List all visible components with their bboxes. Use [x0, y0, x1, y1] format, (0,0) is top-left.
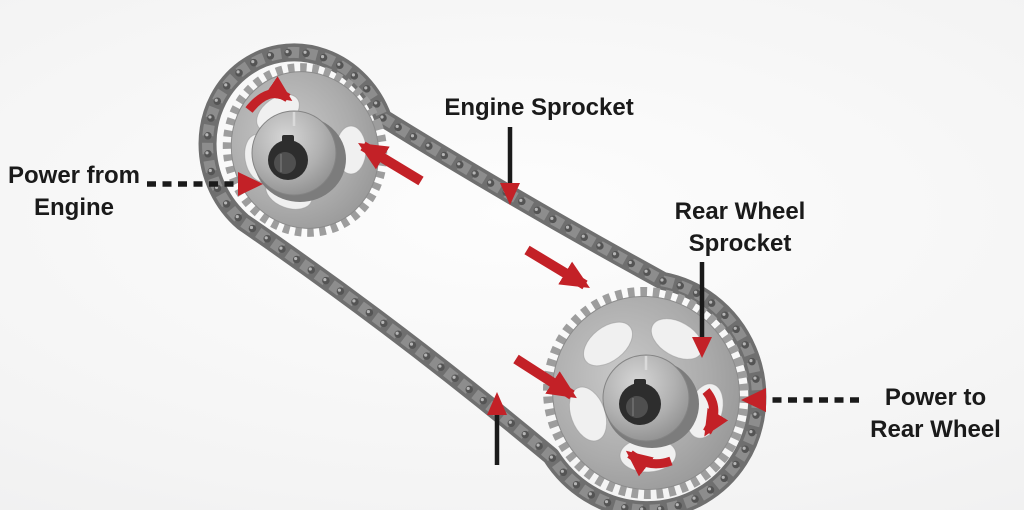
engine-rotation-arrow-icon: [245, 76, 293, 113]
rear-wheel-sprocket-label: Rear Wheel Sprocket: [674, 198, 806, 257]
motion-arrows: [245, 76, 729, 477]
rear-sprocket-pointer-icon: [692, 262, 712, 358]
power-to-rear-wheel-pointer-icon: [741, 388, 859, 412]
power-from-engine-pointer-icon: [147, 172, 263, 196]
power-to-rear-wheel-label: Power to Rear Wheel: [870, 384, 1001, 443]
engine-sprocket-label: Engine Sprocket: [444, 94, 634, 121]
chain-direction-arrow-icon: [358, 141, 424, 186]
rear-sprocket-teeth: [543, 286, 749, 500]
chain-loop: [198, 43, 767, 510]
chain-direction-arrow-icon: [524, 245, 590, 290]
chain-direction-arrow-icon: [513, 354, 577, 400]
power-from-engine-label: Power from Engine: [7, 162, 141, 221]
engine-sprocket-pointer-icon: [500, 127, 520, 205]
rear-rotation-arrow-icon: [702, 388, 729, 437]
label-pointers: [147, 127, 859, 465]
engine-sprocket-illustration: [222, 63, 388, 237]
engine-sprocket-teeth: [222, 63, 388, 237]
rear-rotation-arrow-icon: [625, 450, 673, 477]
rear-sprocket-illustration: [543, 286, 749, 500]
chain-pointer-icon: [487, 392, 507, 465]
